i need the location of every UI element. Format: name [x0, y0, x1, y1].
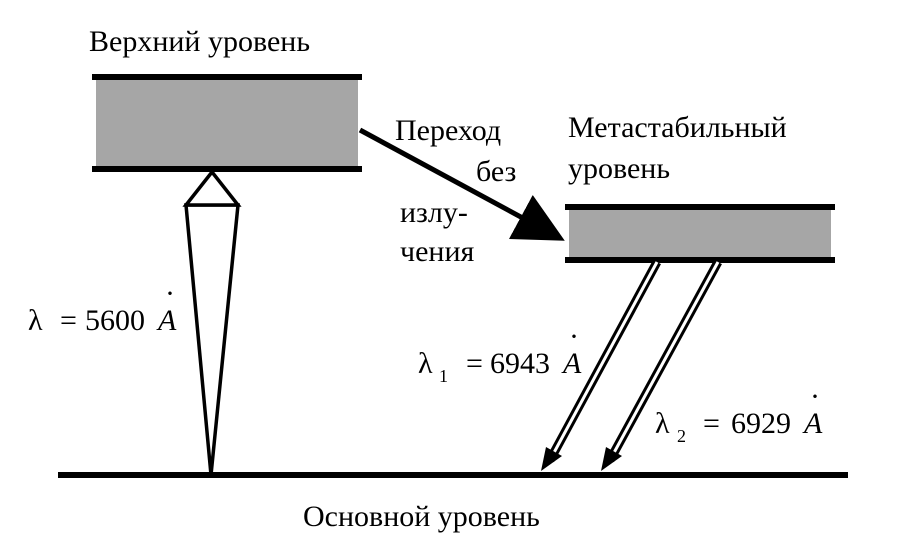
emission2-equals: =: [703, 407, 720, 440]
pump-wavelength-label: λ = 5600 A ·: [28, 277, 177, 337]
upper-level: [92, 74, 362, 172]
pump-arrow-head: [182, 169, 242, 207]
emission-arrow-2: [601, 259, 722, 471]
transition-label-line4: чения: [400, 235, 475, 268]
emission1-unit: A: [561, 347, 582, 380]
upper-level-band: [96, 80, 358, 166]
nonradiative-arrow: [358, 127, 565, 241]
metastable-level-label-line2: уровень: [568, 152, 670, 185]
metastable-level: [565, 204, 835, 263]
emission1-unit-mark: ·: [569, 320, 579, 353]
emission1-lambda: λ: [418, 347, 433, 380]
emission2-lambda: λ: [655, 407, 670, 440]
ground-level-label: Основной уровень: [303, 500, 540, 533]
pump-arrow-body: [184, 203, 240, 476]
transition-label-line3: излу-: [400, 196, 468, 229]
emission2-unit: A: [802, 407, 823, 440]
emission2-wavelength-label: λ 2 = 6929 A ·: [655, 380, 823, 446]
upper-level-label: Верхний уровень: [89, 25, 310, 58]
emission2-value: 6929: [731, 407, 791, 440]
pump-value: 5600: [85, 304, 145, 337]
emission-arrow-1: [541, 259, 661, 471]
transition-label-line1: Переход: [395, 114, 501, 147]
emission1-value: 6943: [490, 347, 550, 380]
pump-arrow: [182, 169, 242, 476]
metastable-level-band: [569, 210, 831, 258]
emission1-subscript: 1: [439, 366, 448, 386]
pump-unit: A: [156, 304, 177, 337]
emission1-equals: =: [466, 347, 483, 380]
pump-unit-mark: ·: [165, 277, 175, 310]
transition-label-line2: без: [476, 155, 516, 188]
pump-equals: =: [60, 304, 77, 337]
emission1-wavelength-label: λ 1 = 6943 A ·: [418, 320, 582, 386]
metastable-level-label-line1: Метастабильный: [568, 111, 787, 144]
pump-lambda: λ: [28, 304, 43, 337]
emission-arrow-2-head: [601, 447, 622, 471]
emission-arrow-1-head: [541, 447, 562, 471]
emission2-subscript: 2: [677, 426, 686, 446]
emission2-unit-mark: ·: [810, 380, 820, 413]
